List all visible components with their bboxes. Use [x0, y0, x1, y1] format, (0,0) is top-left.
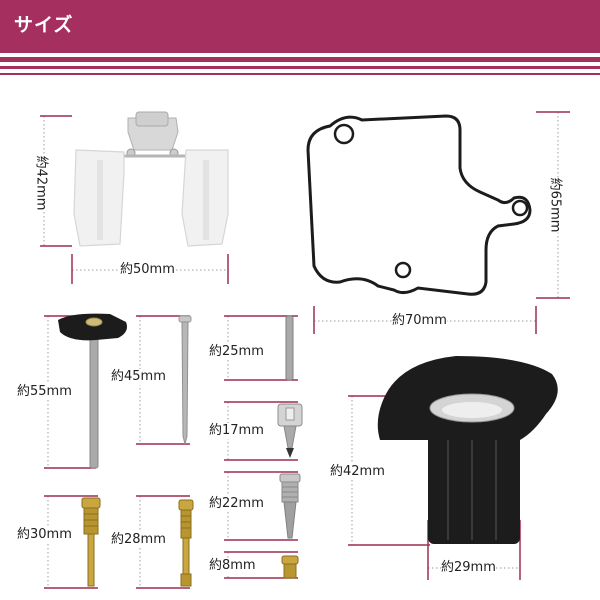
diaphragm-needle-part — [58, 313, 127, 469]
needle-jet-label: 約30mm — [17, 527, 72, 543]
piston-width-label: 約29mm — [441, 560, 496, 576]
float-width-label: 約50mm — [120, 262, 175, 278]
header-stripes — [0, 46, 600, 80]
main-jet-label: 約8mm — [209, 558, 256, 574]
slow-jet-part — [178, 499, 194, 587]
piston-part — [377, 356, 558, 544]
jet-needle-part — [178, 315, 192, 445]
main-jet-part — [281, 555, 299, 579]
gasket-height-label: 約65mm — [546, 177, 563, 233]
float-pin-part — [285, 315, 294, 381]
float-height-label: 約42mm — [32, 155, 49, 211]
jet-needle-label: 約45mm — [111, 369, 166, 385]
diaphragm-needle-label: 約55mm — [17, 384, 72, 400]
gasket-width-label: 約70mm — [392, 313, 447, 329]
float-part — [73, 111, 229, 247]
float-valve-part — [277, 403, 303, 458]
header-title: サイズ — [14, 14, 74, 36]
piston-height-label: 約42mm — [330, 464, 385, 480]
slow-jet-label: 約28mm — [111, 532, 166, 548]
needle-jet-part — [81, 497, 101, 587]
float-valve-label: 約17mm — [209, 423, 264, 439]
pilot-screw-part — [279, 473, 301, 539]
float-pin-label: 約25mm — [209, 344, 264, 360]
section-header: サイズ — [0, 0, 600, 46]
gasket-part — [306, 114, 532, 296]
pilot-screw-label: 約22mm — [209, 496, 264, 512]
